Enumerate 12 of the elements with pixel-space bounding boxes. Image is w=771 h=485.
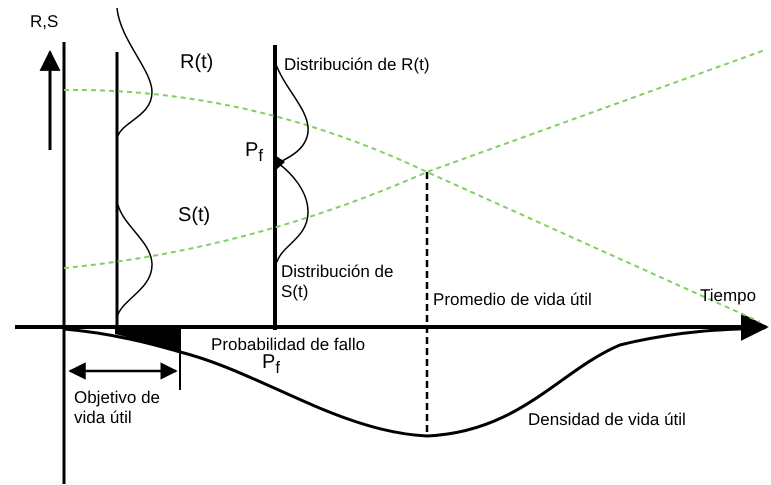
- annotation-text: Objetivo de vida útil: [74, 388, 161, 428]
- annotation-text: Promedio de vida útil: [433, 290, 593, 310]
- failure-probability-label: P$_{f}$: [262, 352, 281, 378]
- curve-label: R(t): [180, 52, 214, 72]
- axis-label: Tiempo: [700, 286, 758, 306]
- axis-label: R,S: [30, 12, 60, 32]
- distribution-label: Distribución de R(t): [284, 55, 430, 75]
- failure-probability-label: P$_{f}$: [245, 140, 264, 166]
- curve-label: S(t): [178, 205, 212, 225]
- annotation-text: Probabilidad de fallo: [211, 335, 366, 354]
- annotation-text: Densidad de vida útil: [528, 410, 687, 430]
- distribution-label: Distribución de S(t): [281, 262, 394, 302]
